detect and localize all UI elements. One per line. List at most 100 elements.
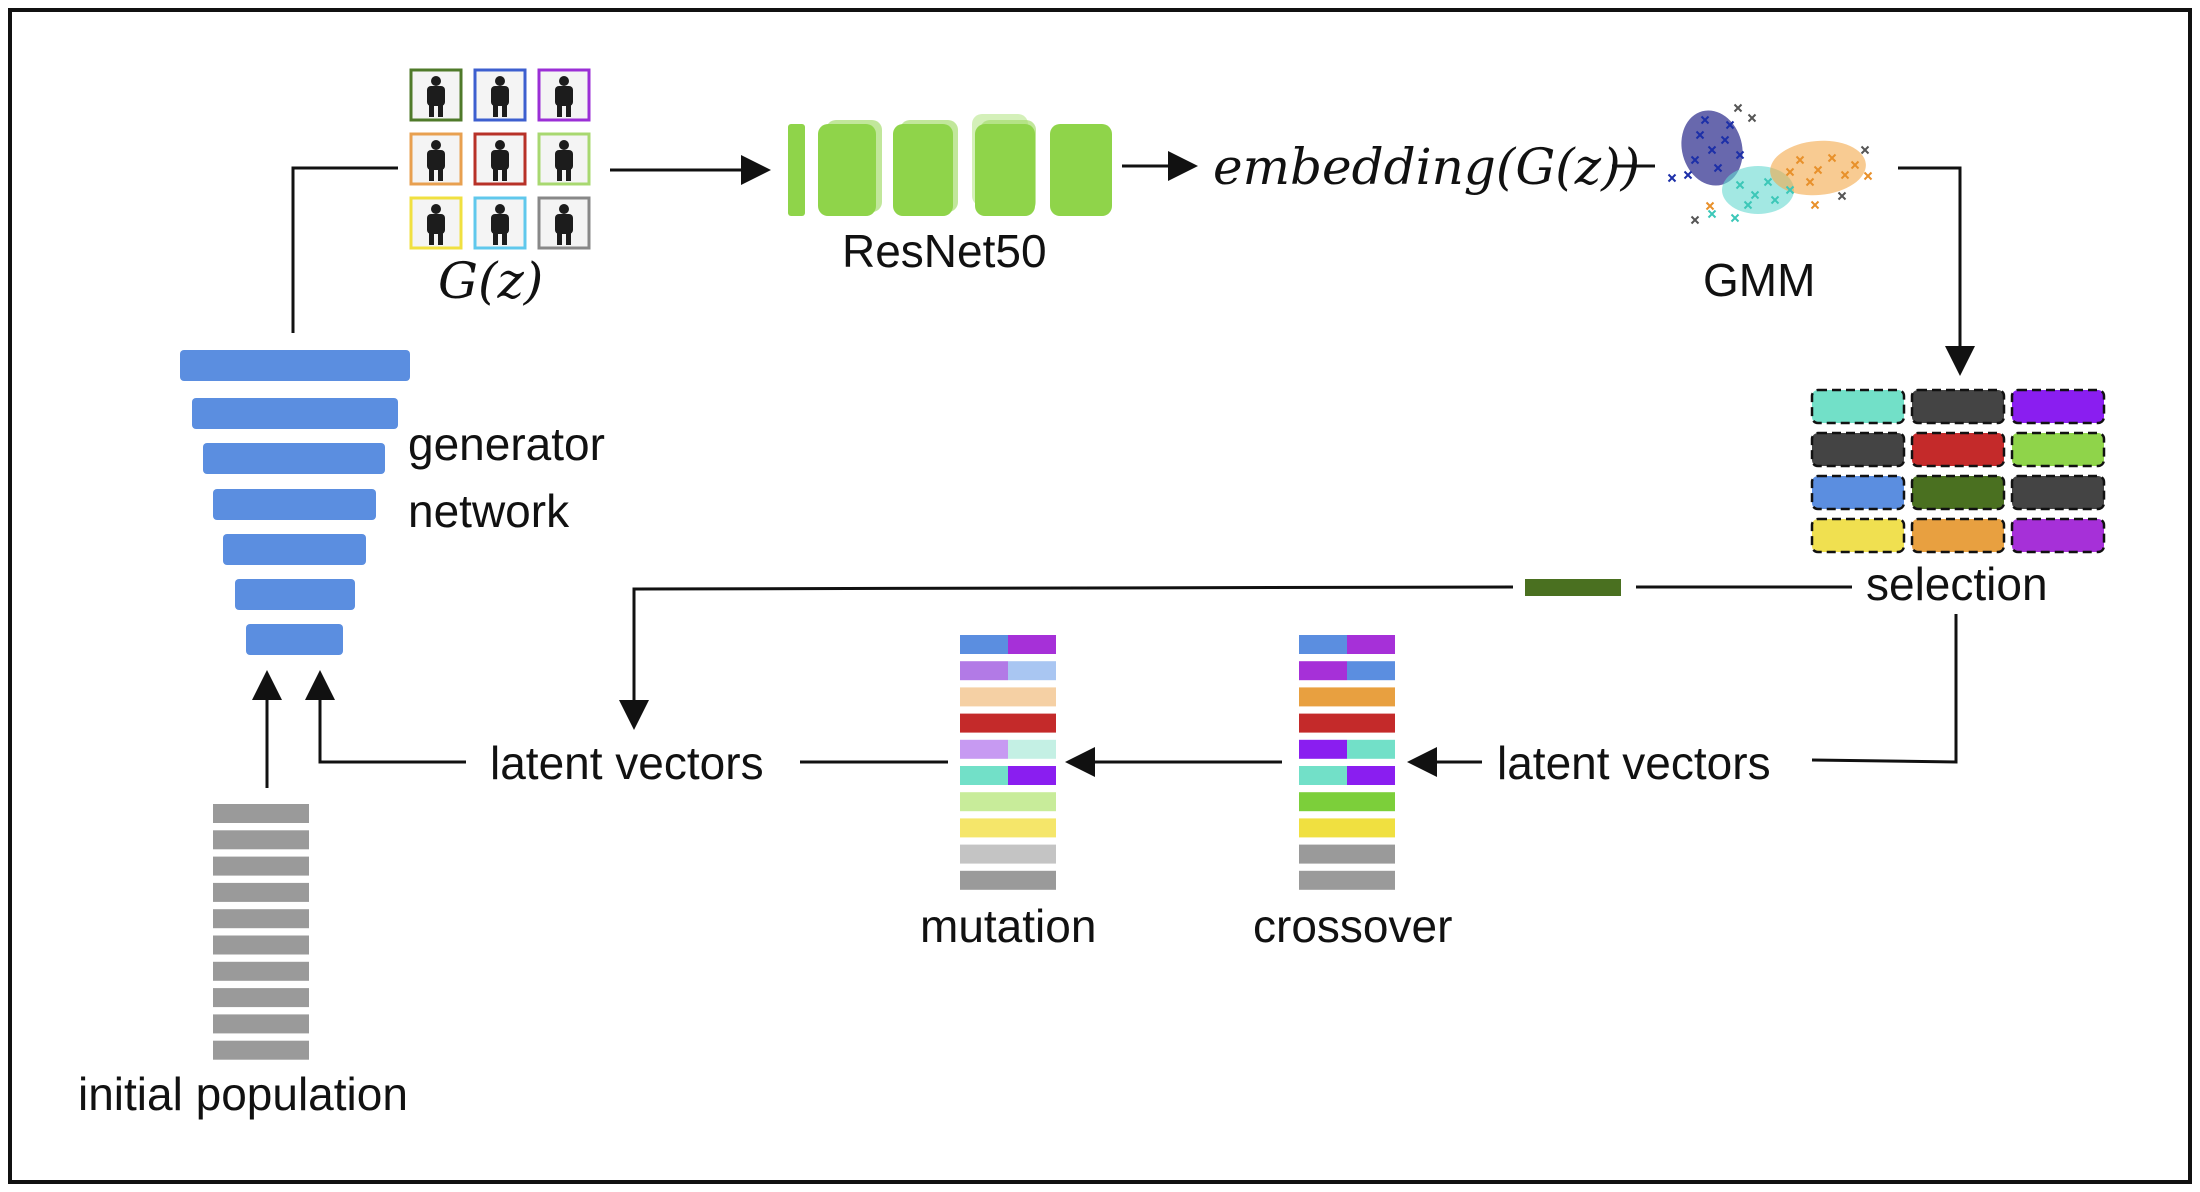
- gmm-point: [1795, 155, 1805, 165]
- gmm-point: [1683, 170, 1693, 180]
- gmm-to-selection-arrow: [1898, 166, 1975, 376]
- gmm-point: [1733, 103, 1743, 113]
- gmm-point: [1805, 177, 1815, 187]
- selection-to-latent-line: [1811, 614, 1958, 764]
- crossover-vectors: [1299, 635, 1395, 890]
- mutation-vector-row: [960, 870, 1056, 890]
- gmm-point: [1813, 165, 1823, 175]
- crossover-vector-row: [1299, 870, 1395, 890]
- mutation-vector-row: [960, 766, 1056, 785]
- gmm-point: [1750, 190, 1760, 200]
- crossover-vector-row: [1299, 766, 1395, 785]
- population-vector: [213, 882, 309, 902]
- resnet-stage: [818, 124, 876, 216]
- mutation-vector-row: [960, 661, 1056, 681]
- population-vector: [213, 1014, 309, 1034]
- generator-layer: [223, 534, 366, 565]
- generator-network: [180, 350, 410, 655]
- gmm-point: [1810, 200, 1820, 210]
- mutation-vector-row: [960, 739, 1056, 759]
- gmm-point: [1840, 170, 1850, 180]
- generated-images-grid: [409, 68, 591, 250]
- gmm-point: [1705, 201, 1715, 211]
- network-label: network: [408, 485, 570, 537]
- gmm-point: [1860, 145, 1870, 155]
- selection-cell: [2010, 388, 2106, 425]
- population-vector: [213, 830, 309, 850]
- gmm-point: [1707, 145, 1717, 155]
- crossover-vector-row: [1299, 687, 1395, 707]
- generator-label: generator: [408, 418, 605, 470]
- selected-vector: [1525, 579, 1621, 596]
- gmm-point: [1827, 153, 1837, 163]
- mutation-vector-row: [960, 818, 1056, 838]
- outer-border: [8, 8, 2192, 1184]
- crossover-vector-row: [1299, 661, 1395, 681]
- selection-cell: [2010, 517, 2106, 554]
- generator-to-images-line: [291, 166, 398, 333]
- crossover-vector-row: [1299, 844, 1395, 864]
- population-vector: [213, 935, 309, 955]
- gmm-point: [1770, 195, 1780, 205]
- gmm-point: [1690, 155, 1700, 165]
- selected-to-generator-arrow: [619, 585, 1514, 730]
- generator-layer: [235, 579, 355, 610]
- resnet-input-layer: [788, 124, 805, 216]
- selection-cell: [1810, 431, 1906, 468]
- selection-cell: [1810, 474, 1906, 511]
- crossover-vector-row: [1299, 818, 1395, 838]
- resnet-stage: [1050, 124, 1112, 216]
- selection-cell: [1910, 517, 2006, 554]
- gmm-label: GMM: [1703, 254, 1815, 306]
- generator-layer: [203, 443, 385, 474]
- gmm-point: [1763, 177, 1773, 187]
- generated-image-thumbnail: [537, 68, 591, 122]
- gmm-point: [1707, 209, 1717, 219]
- initial-population-label: initial population: [78, 1068, 408, 1120]
- gmm-point: [1667, 173, 1677, 183]
- generated-image-thumbnail: [537, 132, 591, 186]
- gmm-point: [1735, 180, 1745, 190]
- gmm-point: [1850, 160, 1860, 170]
- embedding-word: embedding: [1213, 138, 1496, 196]
- generated-image-thumbnail: [473, 132, 527, 186]
- gmm-point: [1713, 163, 1723, 173]
- selection-cell: [1810, 388, 1906, 425]
- mutation-vector-row: [960, 844, 1056, 864]
- mutation-vector-row: [960, 635, 1056, 654]
- gmm-point: [1785, 185, 1795, 195]
- mutation-vector-row: [960, 687, 1056, 707]
- gmm-point: [1690, 215, 1700, 225]
- gmm-point: [1747, 113, 1757, 123]
- gmm-points: [1667, 103, 1873, 225]
- selection-cell: [2010, 431, 2106, 468]
- gmm-point: [1695, 130, 1705, 140]
- gmm-cluster-dark: [1681, 110, 1743, 186]
- generator-layer: [192, 398, 398, 429]
- mutation-vector-row: [960, 792, 1056, 812]
- crossover-vector-row: [1299, 635, 1395, 654]
- population-vector: [213, 804, 309, 823]
- latent-vectors-left-label: latent vectors: [490, 737, 764, 789]
- embedding-label: embedding(G(z)): [1213, 138, 1640, 196]
- gmm-point: [1863, 171, 1873, 181]
- crossover-vector-row: [1299, 739, 1395, 759]
- generator-layer: [213, 489, 376, 520]
- mutation-label: mutation: [920, 900, 1096, 952]
- generated-image-thumbnail: [473, 68, 527, 122]
- gmm-cluster-orange: [1770, 140, 1866, 196]
- gmm-point: [1725, 120, 1735, 130]
- crossover-vector-row: [1299, 713, 1395, 733]
- gmm-point: [1837, 191, 1847, 201]
- resnet-label: ResNet50: [842, 225, 1047, 277]
- selection-grid: [1810, 388, 2106, 554]
- generator-layer: [180, 350, 410, 381]
- latent-vectors-right-label: latent vectors: [1497, 737, 1771, 789]
- generated-image-thumbnail: [409, 68, 463, 122]
- gmm-point: [1700, 115, 1710, 125]
- generator-layer: [246, 624, 343, 655]
- gmm-point: [1730, 213, 1740, 223]
- population-vector: [213, 988, 309, 1008]
- resnet-stage: [893, 124, 953, 216]
